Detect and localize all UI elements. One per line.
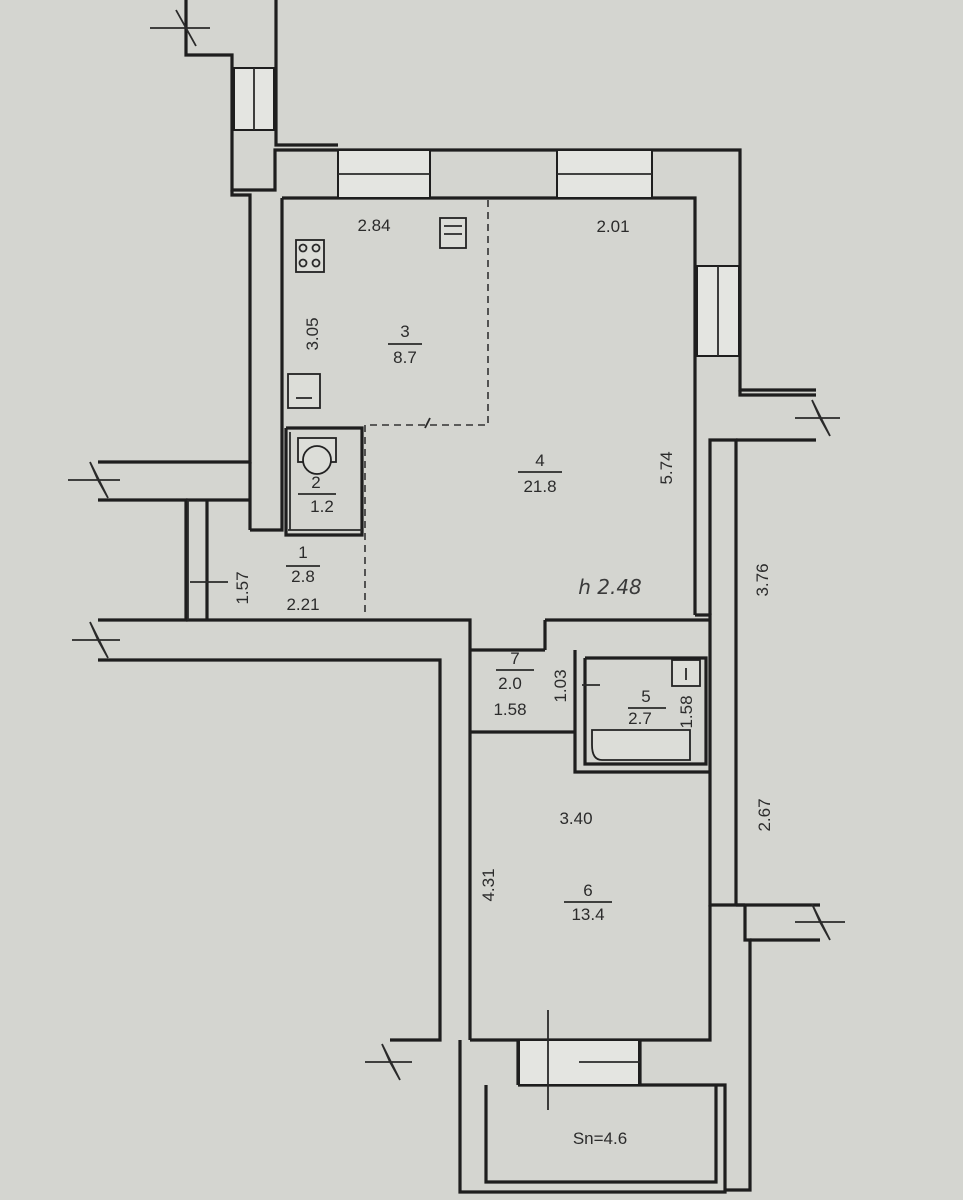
room-1-length: 1.57 bbox=[233, 571, 252, 604]
room-4-length: 5.74 bbox=[657, 451, 676, 484]
room-5-number: 5 bbox=[641, 687, 650, 706]
room-5-area: 2.7 bbox=[628, 709, 652, 728]
boiler-icon bbox=[287, 373, 321, 409]
corridor-length-lower: 2.67 bbox=[755, 798, 774, 831]
room-4-area: 21.8 bbox=[523, 477, 556, 496]
room-2-area: 1.2 bbox=[310, 497, 334, 516]
room-6-width: 3.40 bbox=[559, 809, 592, 828]
walls bbox=[98, 0, 820, 1194]
windows bbox=[233, 67, 740, 1086]
room-7-width: 1.58 bbox=[493, 700, 526, 719]
room-4-number: 4 bbox=[535, 451, 544, 470]
room-4-width: 2.01 bbox=[596, 217, 629, 236]
balcony-area: Sn=4.6 bbox=[573, 1129, 627, 1148]
room-3-area: 8.7 bbox=[393, 348, 417, 367]
room-1-area: 2.8 bbox=[291, 567, 315, 586]
room-2-number: 2 bbox=[311, 473, 320, 492]
room-3-number: 3 bbox=[400, 322, 409, 341]
fixtures bbox=[190, 217, 701, 761]
room-1-number: 1 bbox=[298, 543, 307, 562]
room-6-area: 13.4 bbox=[571, 905, 604, 924]
break-lines bbox=[68, 9, 845, 1081]
room-1-width: 2.21 bbox=[286, 595, 319, 614]
room-6-length: 4.31 bbox=[479, 868, 498, 901]
room-5-length: 1.58 bbox=[677, 695, 696, 728]
room-6-number: 6 bbox=[583, 881, 592, 900]
room-7-length: 1.03 bbox=[551, 669, 570, 702]
room-7-number: 7 bbox=[510, 649, 519, 668]
room-3-length: 3.05 bbox=[303, 317, 322, 350]
kitchen-sink-icon bbox=[439, 217, 467, 249]
room-3-width: 2.84 bbox=[357, 216, 390, 235]
ceiling-height: h 2.48 bbox=[578, 575, 642, 599]
bathtub-icon bbox=[591, 729, 691, 761]
kitchen-partition bbox=[365, 200, 489, 426]
corridor-length-upper: 3.76 bbox=[753, 563, 772, 596]
room-7-area: 2.0 bbox=[498, 674, 522, 693]
toilet-icon bbox=[302, 445, 332, 475]
